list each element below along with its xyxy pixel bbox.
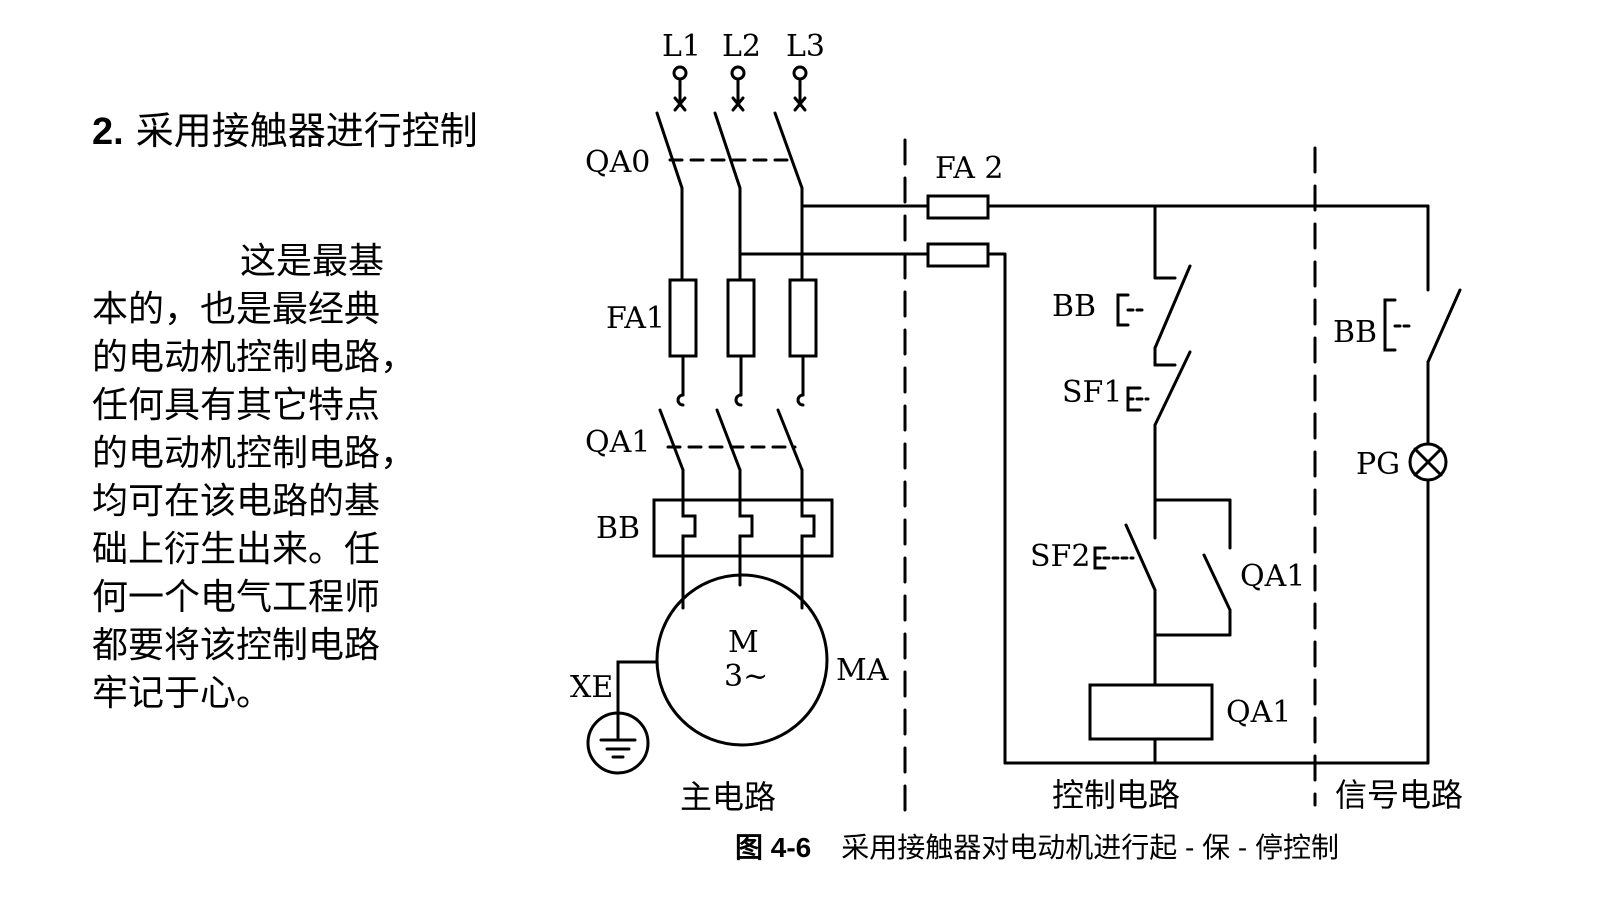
fa2-label: FA 2 [935,151,1004,186]
description-line: 这是最基 [240,241,385,282]
fuse-fa1-l1 [668,278,698,358]
ground-xe [586,660,659,775]
sf1-stop-button [1153,350,1192,427]
ground-label: XE [570,670,613,705]
qa1-contact-label: QA1 [1240,559,1305,594]
control-supply-wires [738,194,1430,765]
section-label-signal: 信号电路 [1335,776,1463,814]
description-line: 任何具有其它特点 [92,385,381,426]
figure-caption: 图 4-6 采用接触器对电动机进行起 - 保 - 停控制 [735,830,1339,866]
description-line: 本的，也是最经典 [92,289,381,330]
qa0-label: QA0 [585,145,650,180]
description-line: 都要将该控制电路 [92,625,381,666]
bb-control-label: BB [1052,289,1096,324]
motor-ma [655,573,829,747]
phase-label-l1: L1 [662,29,701,64]
fa1-label: FA1 [606,301,665,336]
section-heading: 2. 采用接触器进行控制 [92,106,478,157]
fuse-fa2-upper [926,194,990,220]
sf1-label: SF1 [1062,375,1122,410]
control-circuit [1088,204,1232,765]
description-line: 何一个电气工程师 [92,577,381,618]
qa1-main-contacts [658,408,804,502]
section-label-main: 主电路 [680,778,776,816]
terminal-l3 [792,65,808,81]
main-phase-wires [680,186,804,282]
bb-signal-label: BB [1333,315,1377,350]
figure-number: 图 4-6 [735,832,812,863]
lamp-label: PG [1356,447,1400,482]
fuse-fa2-lower [926,242,990,268]
bb-main-label: BB [596,511,640,546]
qa1-coil-label: QA1 [1226,695,1291,730]
qa1-coil [1088,683,1214,741]
description-line: 均可在该电路的基 [92,481,381,522]
terminal-l1 [672,65,688,81]
section-title: 采用接触器进行控制 [135,109,478,153]
description-line: 牢记于心。 [92,673,273,714]
description-line: 础上衍生出来。任 [92,529,381,570]
motor-circle [655,573,829,747]
qa0-breaker [655,111,804,190]
section-number: 2. [92,111,124,153]
fa1-fuses [668,278,818,407]
motor-id-label: MA [836,653,889,688]
section-label-control: 控制电路 [1052,776,1180,814]
phase-label-l2: L2 [722,29,761,64]
motor-rating: 3~ [724,659,768,694]
signal-circuit [1383,204,1462,765]
phase-label-l3: L3 [786,29,825,64]
bb-no-contact [1426,288,1462,364]
bb-signal-actuator [1383,298,1397,352]
motor-letter: M [728,625,759,660]
terminal-l2 [730,65,746,81]
bb-thermal-actuator [1116,293,1130,327]
description-paragraph: 这是最基 本的，也是最经典 的电动机控制电路， 任何具有其它特点 的电动机控制电… [92,238,472,718]
power-terminals [672,65,808,112]
bb-nc-contact [1153,264,1192,350]
sf2-label: SF2 [1030,539,1090,574]
qa1-hold-contact [1202,553,1232,612]
sf2-start-button [1124,523,1157,592]
fuse-fa1-l3 [788,278,818,358]
description-line: 的电动机控制电路， [92,337,417,378]
description-line: 的电动机控制电路， [92,433,417,474]
fuse-fa1-l2 [726,278,756,358]
qa1-main-label: QA1 [585,425,650,460]
bb-thermal-relay-main [652,498,834,610]
figure-title: 采用接触器对电动机进行起 - 保 - 停控制 [841,832,1340,863]
